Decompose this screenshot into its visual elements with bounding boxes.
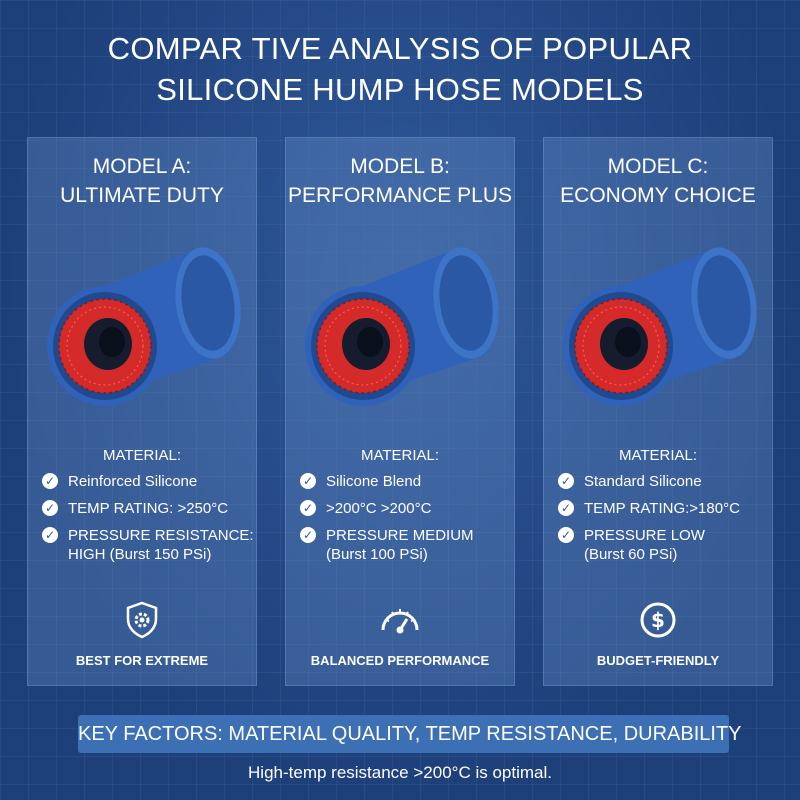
- spec-text: TEMP RATING: >250°C: [68, 500, 229, 517]
- material-heading: MATERIAL:: [618, 447, 698, 464]
- title-line-1: COMPAR TIVE ANALYSIS OF POPULAR: [107, 31, 693, 66]
- hump-hose-image: [305, 247, 499, 406]
- card-title-line-2: PERFORMANCE PLUS: [287, 184, 513, 207]
- badge-label: BEST FOR EXTREME: [75, 653, 209, 668]
- spec-text: Silicone Blend: [326, 473, 422, 490]
- svg-text:$: $: [651, 608, 665, 632]
- model-card-c: MODEL C: ECONOMY CHOICE MATERIAL: ✓ Stan…: [543, 137, 773, 686]
- card-title: MODEL B: PERFORMANCE PLUS: [286, 152, 514, 210]
- spec-text: (Burst 100 PSi): [326, 546, 428, 563]
- spec-text: TEMP RATING:>180°C: [584, 500, 740, 517]
- spec-text: Reinforced Silicone: [68, 473, 198, 490]
- spec-text: PRESSURE RESISTANCE:: [68, 527, 254, 544]
- card-title: MODEL C: ECONOMY CHOICE: [544, 152, 772, 210]
- page-title: COMPAR TIVE ANALYSIS OF POPULAR SILICONE…: [0, 28, 800, 110]
- spec-text: Standard Silicone: [584, 473, 702, 490]
- gauge-icon: [381, 609, 419, 634]
- check-icon: ✓: [558, 527, 574, 543]
- material-heading: MATERIAL:: [360, 447, 440, 464]
- card-title-line-2: ECONOMY CHOICE: [560, 184, 756, 207]
- material-heading: MATERIAL:: [102, 447, 182, 464]
- spec-material: ✓ Silicone Blend: [286, 472, 514, 491]
- footnote: High-temp resistance >200°C is optimal.: [248, 763, 552, 782]
- spec-text: >200°C >200°C: [326, 500, 432, 517]
- check-icon: ✓: [42, 527, 58, 543]
- title-line-2: SILICONE HUMP HOSE MODELS: [156, 72, 644, 107]
- badge-label: BALANCED PERFORMANCE: [310, 653, 490, 668]
- key-factors-banner: KEY FACTORS: MATERIAL QUALITY, TEMP RESI…: [78, 715, 742, 753]
- spec-pressure: ✓ PRESSURE MEDIUM (Burst 100 PSi): [286, 526, 514, 564]
- check-icon: ✓: [300, 500, 316, 516]
- spec-text: PRESSURE LOW: [584, 527, 705, 544]
- spec-temp: ✓ >200°C >200°C: [286, 499, 514, 518]
- card-title-line-1: MODEL B:: [350, 155, 450, 178]
- model-card-a: MODEL A: ULTIMATE DUTY MATERIAL: ✓ Reinf…: [27, 137, 257, 686]
- check-icon: ✓: [42, 500, 58, 516]
- check-icon: ✓: [300, 473, 316, 489]
- model-card-b: MODEL B: PERFORMANCE PLUS MATERIAL: ✓ Si…: [285, 137, 515, 686]
- hump-hose-image: [47, 247, 241, 406]
- hump-hose-image: [563, 247, 757, 406]
- spec-pressure: ✓ PRESSURE LOW (Burst 60 PSi): [544, 526, 772, 564]
- check-icon: ✓: [300, 527, 316, 543]
- spec-text: PRESSURE MEDIUM: [326, 527, 474, 544]
- spec-temp: ✓ TEMP RATING:>180°C: [544, 499, 772, 518]
- spec-list: MATERIAL: ✓ Silicone Blend ✓ >200°C >200…: [286, 446, 514, 572]
- spec-pressure: ✓ PRESSURE RESISTANCE: HIGH (Burst 150 P…: [28, 526, 256, 564]
- check-icon: ✓: [42, 473, 58, 489]
- spec-temp: ✓ TEMP RATING: >250°C: [28, 499, 256, 518]
- card-title: MODEL A: ULTIMATE DUTY: [28, 152, 256, 210]
- spec-list: MATERIAL: ✓ Reinforced Silicone ✓ TEMP R…: [28, 446, 256, 572]
- dollar-icon: $: [640, 602, 676, 638]
- spec-material: ✓ Reinforced Silicone: [28, 472, 256, 491]
- card-title-line-1: MODEL C:: [607, 155, 709, 178]
- card-title-line-2: ULTIMATE DUTY: [60, 184, 224, 207]
- spec-text: (Burst 60 PSi): [584, 546, 678, 563]
- check-icon: ✓: [558, 473, 574, 489]
- card-title-line-1: MODEL A:: [92, 155, 192, 178]
- badge-label: BUDGET-FRIENDLY: [596, 653, 720, 668]
- shield-gear-icon: [126, 601, 158, 639]
- check-icon: ✓: [558, 500, 574, 516]
- spec-list: MATERIAL: ✓ Standard Silicone ✓ TEMP RAT…: [544, 446, 772, 572]
- spec-material: ✓ Standard Silicone: [544, 472, 772, 491]
- spec-text: HIGH (Burst 150 PSi): [68, 546, 212, 563]
